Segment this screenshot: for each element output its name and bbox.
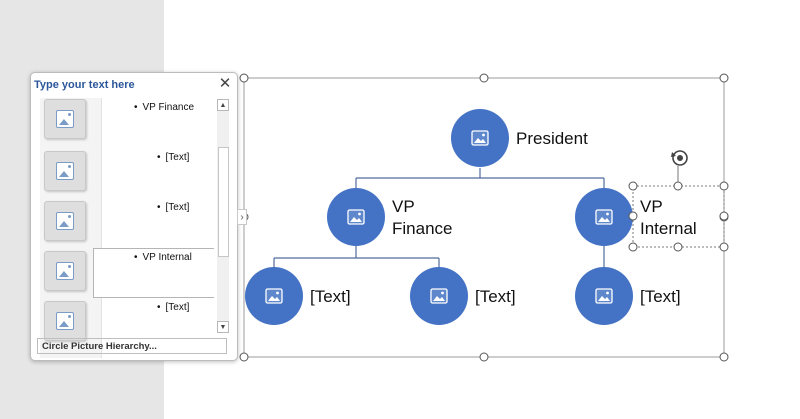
list-item[interactable]: [Text] <box>40 298 214 348</box>
scroll-up-icon[interactable]: ▲ <box>217 99 229 111</box>
picture-icon <box>56 212 74 230</box>
list-item[interactable]: [Text] <box>40 148 214 198</box>
connector-lines <box>273 168 605 268</box>
picture-icon[interactable] <box>430 288 448 304</box>
picture-icon[interactable] <box>595 209 613 225</box>
node-vp-finance[interactable]: VP Finance <box>327 188 452 246</box>
picture-icon[interactable] <box>347 209 365 225</box>
textbox-resize-handles[interactable] <box>628 181 729 252</box>
picture-placeholder[interactable] <box>44 99 86 139</box>
node-president[interactable]: President <box>451 109 588 167</box>
list-item-label[interactable]: VP Internal <box>134 252 192 263</box>
node-label-text-3: [Text] <box>640 287 681 306</box>
picture-placeholder[interactable] <box>44 151 86 191</box>
scroll-down-icon[interactable]: ▼ <box>217 321 229 333</box>
picture-placeholder[interactable] <box>44 251 86 291</box>
list-item-label[interactable]: VP Finance <box>134 102 195 113</box>
node-text-1[interactable]: [Text] <box>245 267 351 325</box>
layout-name-link[interactable]: Circle Picture Hierarchy... <box>37 338 227 354</box>
list-item-label[interactable]: [Text] <box>157 302 190 313</box>
text-pane-list[interactable]: VP Finance [Text] [Text] VP Internal [Te… <box>40 98 214 406</box>
node-text-2[interactable]: [Text] <box>410 267 516 325</box>
node-label-text-2: [Text] <box>475 287 516 306</box>
rotate-handle-icon[interactable] <box>671 150 688 166</box>
node-vp-internal[interactable]: VP Internal <box>575 188 697 246</box>
list-item-label[interactable]: [Text] <box>157 202 190 213</box>
close-icon[interactable]: ✕ <box>218 75 232 92</box>
picture-icon <box>56 110 74 128</box>
picture-icon <box>56 262 74 280</box>
list-item[interactable]: VP Finance <box>40 98 214 148</box>
scroll-thumb[interactable] <box>218 147 229 257</box>
node-label-president: President <box>516 129 588 148</box>
text-pane[interactable]: Type your text here ✕ VP Finance [Text] … <box>30 72 238 361</box>
node-label-text-1: [Text] <box>310 287 351 306</box>
picture-placeholder[interactable] <box>44 201 86 241</box>
picture-icon <box>56 312 74 330</box>
picture-icon[interactable] <box>471 130 489 146</box>
picture-icon <box>56 162 74 180</box>
node-label-vp-finance-line1: VP <box>392 197 415 216</box>
node-label-vp-finance-line2: Finance <box>392 219 452 238</box>
vertical-scrollbar[interactable]: ▲ ▼ <box>217 99 229 333</box>
picture-placeholder[interactable] <box>44 301 86 341</box>
node-label-vp-internal-line1: VP <box>640 197 663 216</box>
list-item[interactable]: [Text] <box>40 198 214 248</box>
node-label-vp-internal-line2: Internal <box>640 219 697 238</box>
list-item-selected[interactable]: VP Internal <box>40 248 214 298</box>
pane-title: Type your text here <box>34 79 135 91</box>
picture-icon[interactable] <box>265 288 283 304</box>
chevron-right-icon[interactable]: › <box>237 209 247 225</box>
node-text-3[interactable]: [Text] <box>575 267 681 325</box>
list-item-label[interactable]: [Text] <box>157 152 190 163</box>
picture-icon[interactable] <box>595 288 613 304</box>
